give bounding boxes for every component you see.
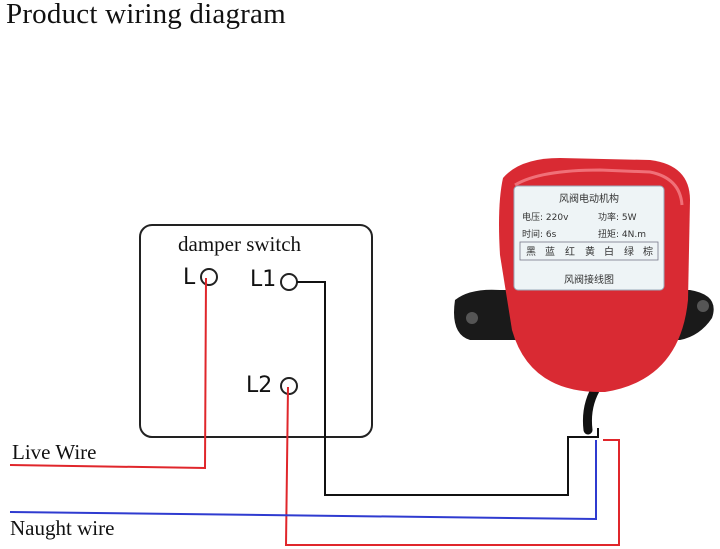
terminal-L1: [280, 273, 298, 291]
wire-color-5: 绿: [624, 245, 634, 258]
live-wire-label: Live Wire: [12, 440, 97, 464]
terminal-L2-label: L2: [246, 373, 273, 398]
terminal-L: [200, 268, 218, 286]
terminal-L1-label: L1: [250, 267, 277, 292]
wire-color-3: 黄: [585, 245, 595, 258]
l2-wire: [284, 386, 620, 546]
plate-footer: 风阀接线图: [564, 273, 614, 286]
terminal-L2: [280, 377, 298, 395]
bracket-hole-right: [697, 300, 709, 312]
spec-plate: [513, 185, 665, 291]
terminal-L-label: L: [183, 265, 196, 290]
neutral-wire-label: Naught wire: [10, 516, 115, 540]
wire-color-1: 蓝: [545, 246, 555, 258]
live-wire: [9, 277, 207, 470]
plate-voltage: 电压: 220v: [522, 211, 569, 223]
l1-wire: [297, 281, 599, 496]
neutral-wire: [9, 440, 597, 521]
damper-switch-box: [139, 224, 373, 438]
plate-power: 功率: 5W: [598, 211, 637, 223]
housing-highlight: [514, 168, 684, 206]
plate-time: 时间: 6s: [522, 228, 557, 240]
plate-torque: 扭矩: 4N.m: [598, 228, 646, 240]
wire-color-2: 红: [565, 245, 575, 258]
plate-title: 风阀电动机构: [559, 192, 619, 205]
bracket-hole-left: [466, 312, 478, 324]
diagram-title: Product wiring diagram: [6, 0, 286, 30]
damper-switch-label: damper switch: [178, 232, 302, 256]
wire-color-4: 白: [604, 245, 614, 258]
plate-color-row: 黑 蓝 红 黄 白 绿 棕: [519, 241, 659, 261]
wire-color-6: 棕: [643, 245, 653, 258]
wire-color-0: 黑: [526, 246, 536, 258]
